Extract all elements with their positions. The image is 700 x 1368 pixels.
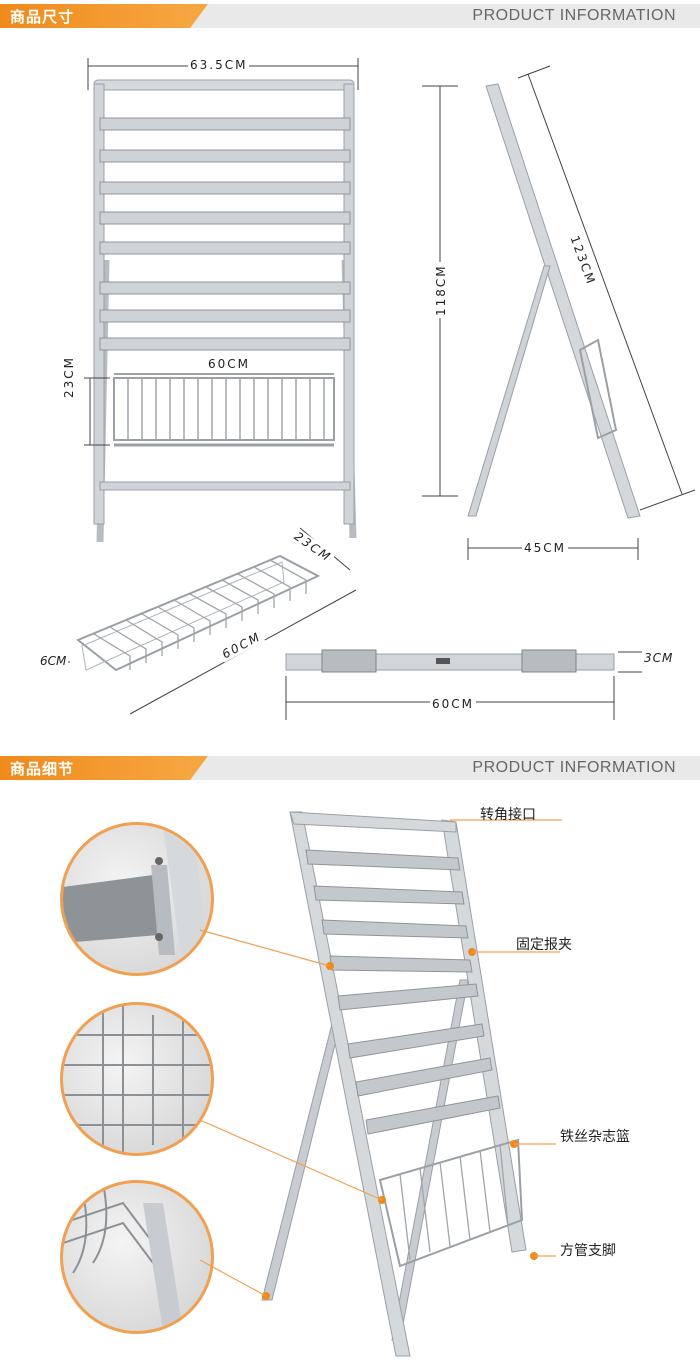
basket-height-dimension: 23CM	[62, 353, 76, 400]
rack-detail-illustration	[261, 811, 538, 1357]
pointer-lines	[199, 819, 562, 1297]
callout-tube-legs: 方管支脚	[560, 1242, 616, 1258]
clip-bar-length-dimension: 60CM	[430, 697, 477, 711]
side-depth-dimension: 45CM	[522, 541, 569, 555]
section-header-detail: 商品细节 PRODUCT INFORMATION	[0, 752, 700, 784]
section-header-size: 商品尺寸 PRODUCT INFORMATION	[0, 0, 700, 32]
corner-joint-detail-photo	[60, 822, 214, 976]
callout-fixed-clip: 固定报夹	[516, 936, 572, 952]
side-view-illustration	[422, 65, 696, 560]
side-height-dimension: 118CM	[434, 262, 448, 318]
callout-corner-joint: 转角接口	[480, 806, 536, 822]
basket-illustration	[40, 527, 357, 715]
wire-basket-detail-photo	[60, 1002, 214, 1156]
section-title-cn: 商品细节	[10, 761, 75, 778]
front-width-dimension: 63.5CM	[188, 58, 250, 72]
basket-width-dimension: 60CM	[206, 357, 253, 371]
front-view-illustration	[84, 58, 359, 543]
section-title-cn: 商品尺寸	[10, 9, 75, 26]
section-title-en: PRODUCT INFORMATION	[472, 7, 676, 24]
clip-bar-illustration	[285, 649, 642, 720]
tube-leg-detail-photo	[60, 1180, 214, 1334]
basket-rim-dimension: 6CM	[38, 654, 69, 668]
section-title-en: PRODUCT INFORMATION	[472, 759, 676, 776]
callout-wire-basket: 铁丝杂志篮	[560, 1128, 630, 1144]
clip-bar-height-dimension: 3CM	[642, 651, 676, 665]
